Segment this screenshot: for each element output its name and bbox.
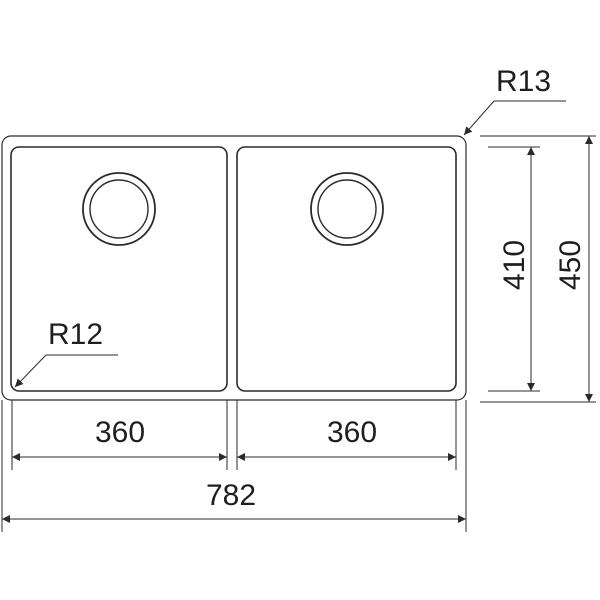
left-bowl	[10, 146, 228, 392]
right-drain-icon	[310, 172, 384, 246]
left-drain-icon	[82, 172, 156, 246]
bowl-depth-label: 410	[498, 240, 531, 290]
overall-width-label: 782	[206, 479, 256, 512]
overall-depth-label: 450	[554, 240, 587, 290]
right-bowl-width-label: 360	[327, 416, 377, 449]
outer-radius-label: R13	[496, 65, 551, 98]
bowl-radius-label: R12	[48, 318, 103, 351]
outer-radius-callout	[463, 100, 566, 136]
right-bowl	[236, 146, 457, 392]
left-bowl-width-label: 360	[95, 416, 145, 449]
bowl-radius-callout	[14, 354, 118, 388]
sink-outline	[1, 135, 467, 401]
bottom-extension-lines	[1, 400, 467, 532]
